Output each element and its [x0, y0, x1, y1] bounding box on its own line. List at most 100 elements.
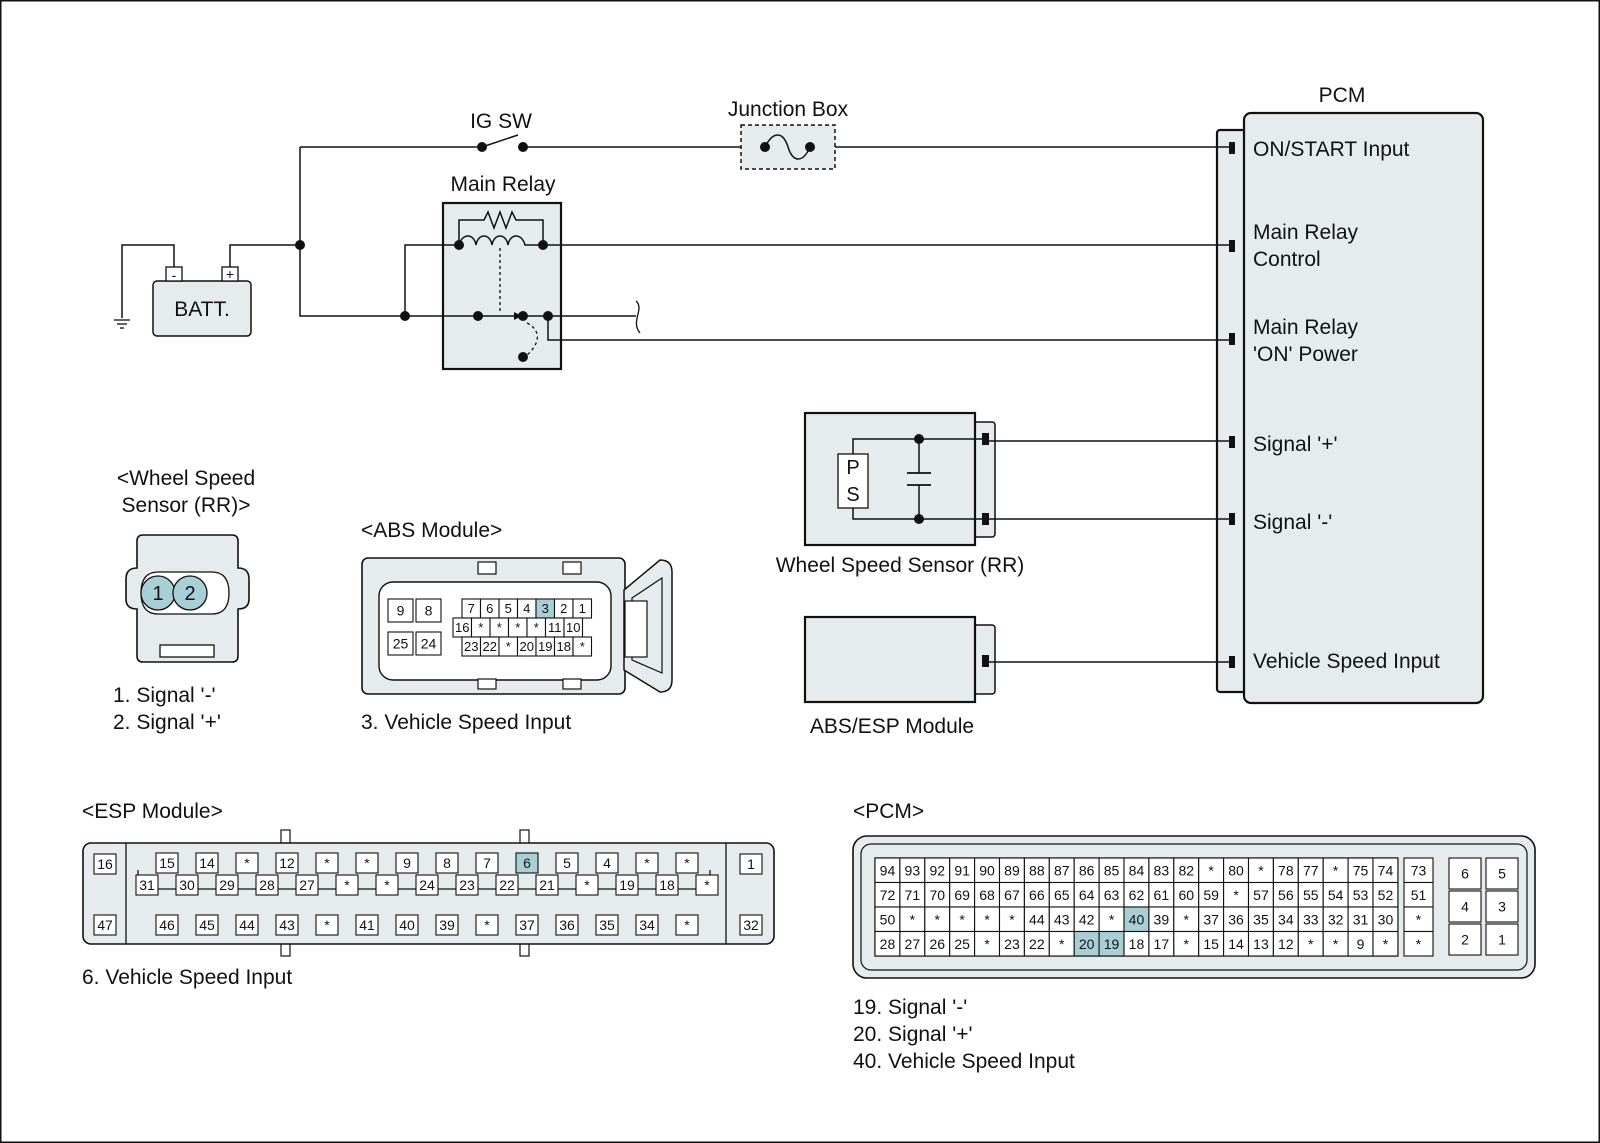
abs-connector-key	[477, 678, 497, 690]
pin-cell	[1322, 930, 1349, 957]
pin-cell	[924, 930, 951, 957]
pcm-input-on-start: ON/START Input	[1253, 138, 1410, 161]
ground-icon	[114, 319, 130, 329]
pin-label: 94	[880, 862, 896, 878]
pin-cell	[874, 857, 901, 884]
pin-label: 56	[1278, 887, 1294, 903]
pin-label: 53	[1353, 887, 1369, 903]
pin-cell	[1148, 906, 1175, 933]
pin-label: 15	[1203, 936, 1219, 952]
pin-cell	[1148, 881, 1175, 908]
pin-label: *	[484, 917, 490, 933]
pin-cell	[998, 881, 1025, 908]
pin-cell	[1372, 930, 1399, 957]
pin-label: 6	[486, 601, 493, 616]
pcm-legend-2: 20. Signal '+'	[853, 1023, 973, 1046]
pin-cell	[1048, 906, 1075, 933]
pin-label: *	[1184, 911, 1190, 927]
pin-cell	[949, 881, 976, 908]
pin-cell	[375, 874, 399, 896]
pin-label: 18	[1129, 936, 1145, 952]
pin-label: 12	[1278, 936, 1294, 952]
abs-connector-key	[562, 678, 582, 690]
pcm-input-main-relay-control-1: Main Relay	[1253, 221, 1359, 244]
wire-break-icon	[635, 300, 641, 334]
relay-wire-left	[404, 244, 459, 316]
pcm-input-vehicle-speed: Vehicle Speed Input	[1253, 650, 1440, 673]
pin-label: 44	[239, 917, 255, 933]
abs-legend: 3. Vehicle Speed Input	[361, 711, 571, 734]
pin-label: 20	[1079, 936, 1095, 952]
pin-label: 1	[747, 856, 755, 872]
pin-label: 18	[557, 639, 571, 654]
pin-label: 34	[1278, 911, 1294, 927]
capacitor-icon	[907, 472, 931, 486]
pin-label: *	[644, 855, 650, 871]
pin-cell	[1403, 881, 1434, 908]
pin-label: 93	[905, 862, 921, 878]
pin-cell	[1372, 906, 1399, 933]
pin-cell	[475, 852, 499, 874]
pin-label: 35	[599, 917, 615, 933]
junction-dot	[914, 514, 924, 524]
pin-label: *	[344, 877, 350, 893]
pin-label: 25	[393, 636, 409, 652]
pcm-legend-1: 19. Signal '-'	[853, 996, 967, 1019]
pin-label: 36	[559, 917, 575, 933]
pin-cell	[395, 914, 419, 936]
pin-label: *	[684, 917, 690, 933]
pin-label: 74	[1378, 862, 1394, 878]
abs-esp-terminal	[982, 655, 989, 667]
abs-connector-key	[477, 561, 497, 575]
abs-esp-module	[803, 615, 977, 704]
pcm-input-main-relay-on-power-1: Main Relay	[1253, 316, 1359, 339]
pin-label: 1	[1498, 932, 1506, 948]
pin-cell	[1223, 881, 1250, 908]
pin-label: 19	[538, 639, 552, 654]
fuse-contact	[805, 142, 815, 152]
pin-cell	[974, 930, 1001, 957]
pin-cell	[555, 914, 579, 936]
pin-cell	[1023, 857, 1050, 884]
pin-label: 78	[1278, 862, 1294, 878]
pin-label: 4	[523, 601, 530, 616]
pin-label: *	[478, 620, 483, 635]
pin-label: 12	[279, 855, 295, 871]
pin-label: 7	[483, 855, 491, 871]
pin-cell	[1297, 906, 1324, 933]
pin-label: *	[1416, 936, 1422, 952]
pin-label: *	[324, 917, 330, 933]
pin-cell	[387, 598, 414, 623]
pin-label: *	[684, 855, 690, 871]
pcm-title: PCM	[1319, 84, 1366, 107]
pin-cell	[1098, 906, 1125, 933]
pin-label: 22	[483, 639, 497, 654]
pin-label: 23	[1004, 936, 1020, 952]
pin-cell	[535, 874, 559, 896]
wss-internal-wire	[852, 508, 982, 520]
pin-label: 30	[1378, 911, 1394, 927]
pin-label: *	[1109, 911, 1115, 927]
pin-label: 51	[1411, 887, 1427, 903]
main-relay	[441, 201, 563, 371]
pin-label: *	[584, 877, 590, 893]
pin-label: 89	[1004, 862, 1020, 878]
pin-cell	[515, 914, 539, 936]
pin-cell	[1403, 906, 1434, 933]
pin-cell	[255, 874, 279, 896]
pin-label: *	[1184, 936, 1190, 952]
pin-cell	[1322, 857, 1349, 884]
esp-legend: 6. Vehicle Speed Input	[82, 966, 292, 989]
pin-cell	[355, 852, 379, 874]
junction-dot	[914, 434, 924, 444]
pin-cell	[655, 874, 679, 896]
pin-label: *	[515, 620, 520, 635]
pin-cell	[739, 914, 763, 936]
pin-label: *	[364, 855, 370, 871]
pin-label: 71	[905, 887, 921, 903]
pin-label: 35	[1253, 911, 1269, 927]
abs-connector-latch-slot	[624, 600, 648, 658]
pin-cell	[1297, 930, 1324, 957]
pin-cell	[615, 874, 639, 896]
